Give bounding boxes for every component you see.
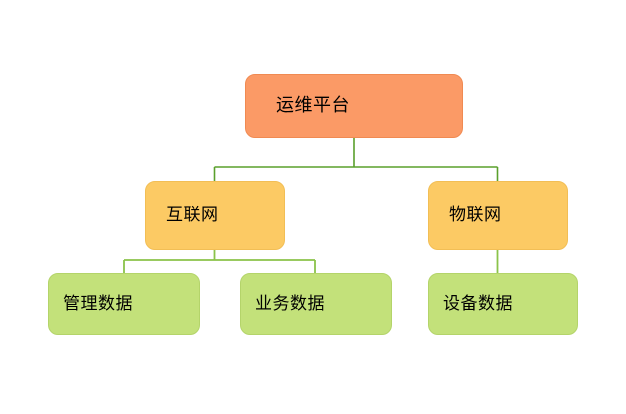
node-label: 管理数据 (63, 293, 133, 314)
node-label: 互联网 (166, 205, 219, 226)
node-iot[interactable]: 物联网 (428, 181, 568, 250)
node-label: 物联网 (449, 205, 502, 226)
node-label: 运维平台 (276, 95, 350, 117)
node-label: 设备数据 (443, 293, 513, 314)
node-device-data[interactable]: 设备数据 (428, 273, 578, 335)
node-internet[interactable]: 互联网 (145, 181, 285, 250)
node-business-data[interactable]: 业务数据 (240, 273, 392, 335)
node-root-ops-platform[interactable]: 运维平台 (245, 74, 463, 138)
edge-root-to-level2 (213, 138, 499, 181)
node-label: 业务数据 (255, 293, 325, 314)
node-management-data[interactable]: 管理数据 (48, 273, 200, 335)
edge-internet-to-level3 (123, 250, 316, 273)
